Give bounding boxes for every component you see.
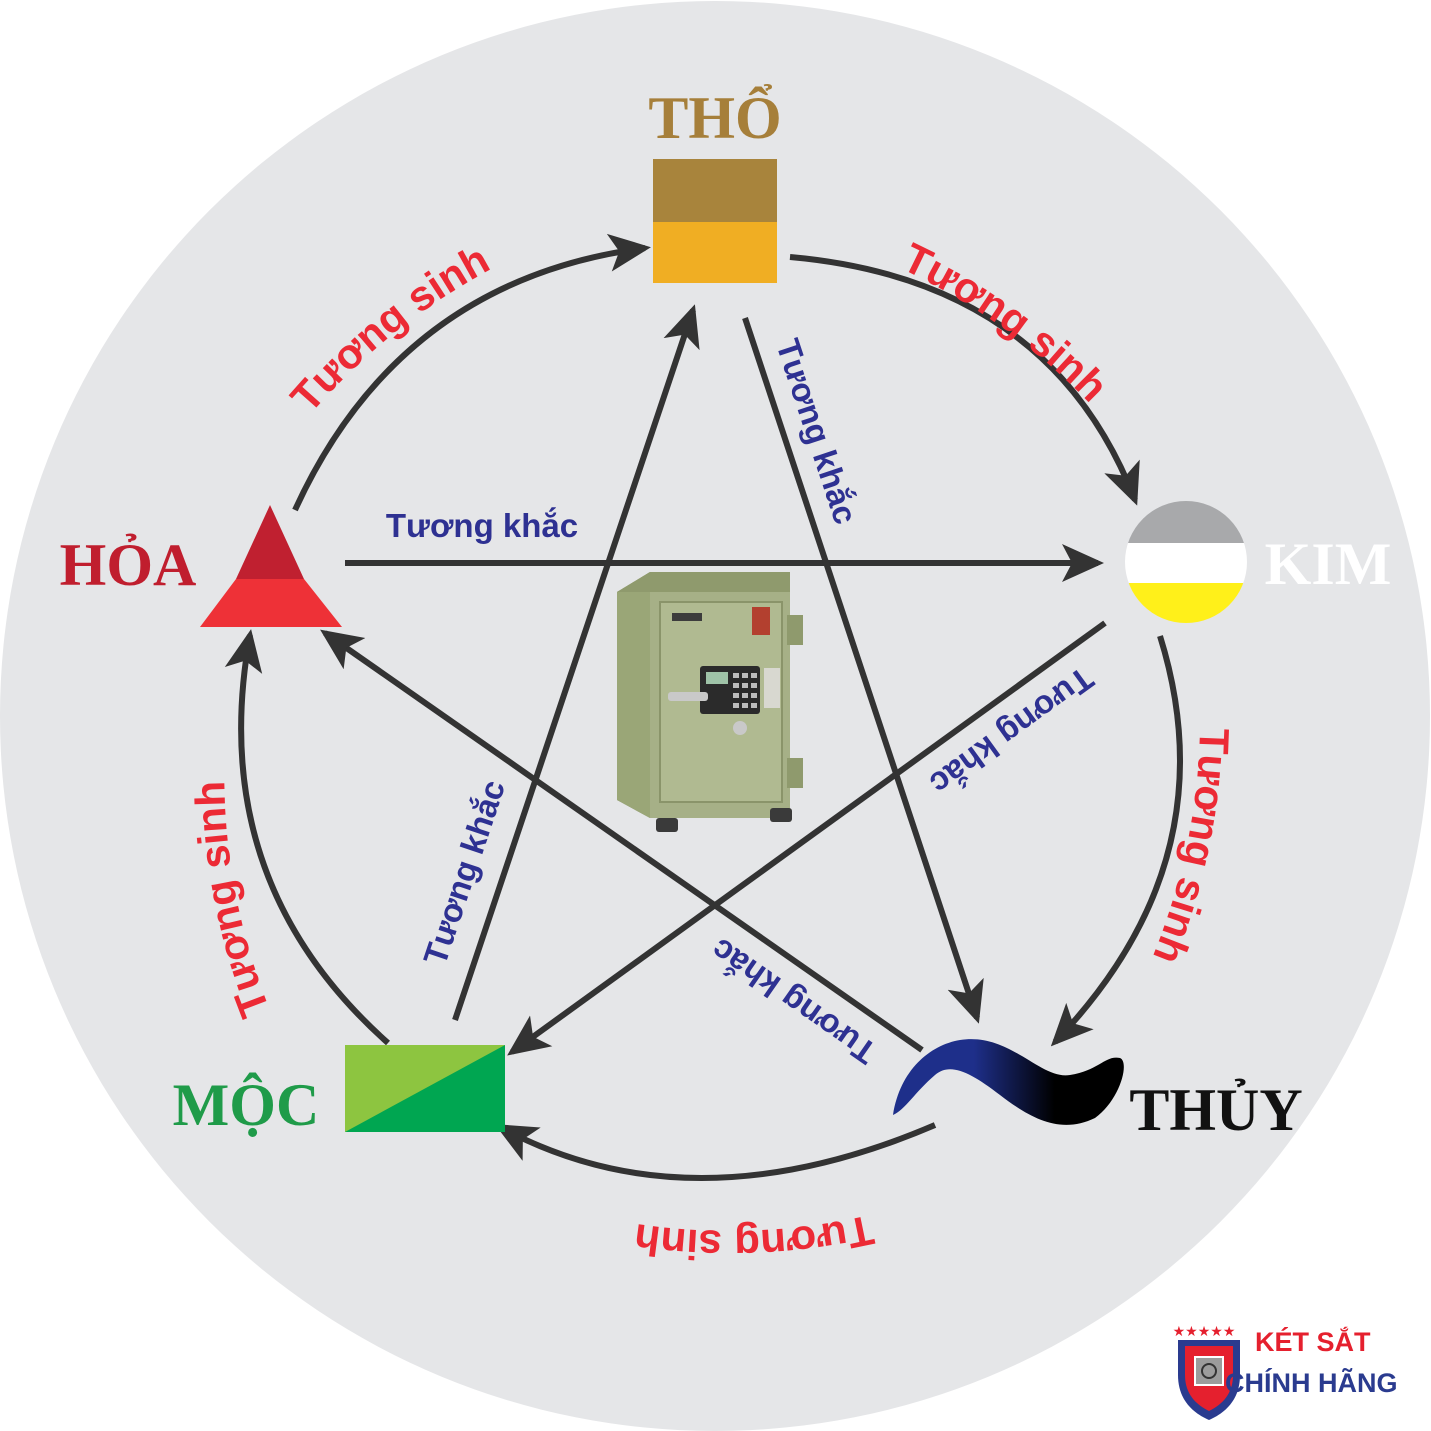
logo-line2: CHÍNH HÃNG xyxy=(1225,1367,1398,1398)
tho-symbol xyxy=(653,159,777,283)
moc-label: MỘC xyxy=(173,1072,320,1138)
moc-symbol xyxy=(345,1045,505,1132)
thuy-label: THỦY xyxy=(1129,1077,1302,1143)
hoa-symbol xyxy=(200,505,342,627)
logo-line1: KÉT SẮT xyxy=(1255,1326,1371,1357)
overcoming-arrows xyxy=(320,304,1107,1056)
kim-label: KIM xyxy=(1265,531,1392,597)
arrow-tho-to-kim xyxy=(789,254,1140,506)
hoa-label: HỎA xyxy=(60,532,197,598)
brand-logo: ★★★★★ KÉT SẮT CHÍNH HÃNG xyxy=(1173,1324,1398,1420)
safe-box-icon xyxy=(617,572,803,832)
arrow-thuy-to-moc xyxy=(494,1122,937,1181)
thuy-symbol xyxy=(893,1039,1124,1125)
arrow-moc-to-tho xyxy=(452,304,700,1021)
arrow-tho-to-thuy xyxy=(742,317,984,1024)
arrow-thuy-to-hoa xyxy=(320,629,924,1053)
arrow-moc-to-hoa xyxy=(224,629,390,1046)
khac-label-hoa-kim: Tương khắc xyxy=(386,507,578,544)
logo-stars: ★★★★★ xyxy=(1173,1324,1236,1340)
arrow-kim-to-thuy xyxy=(1050,635,1183,1047)
arrow-hoa-to-tho xyxy=(292,233,651,512)
tho-label: THỔ xyxy=(648,85,781,151)
arrow-kim-to-moc xyxy=(507,620,1107,1056)
generating-arrows xyxy=(224,233,1183,1181)
